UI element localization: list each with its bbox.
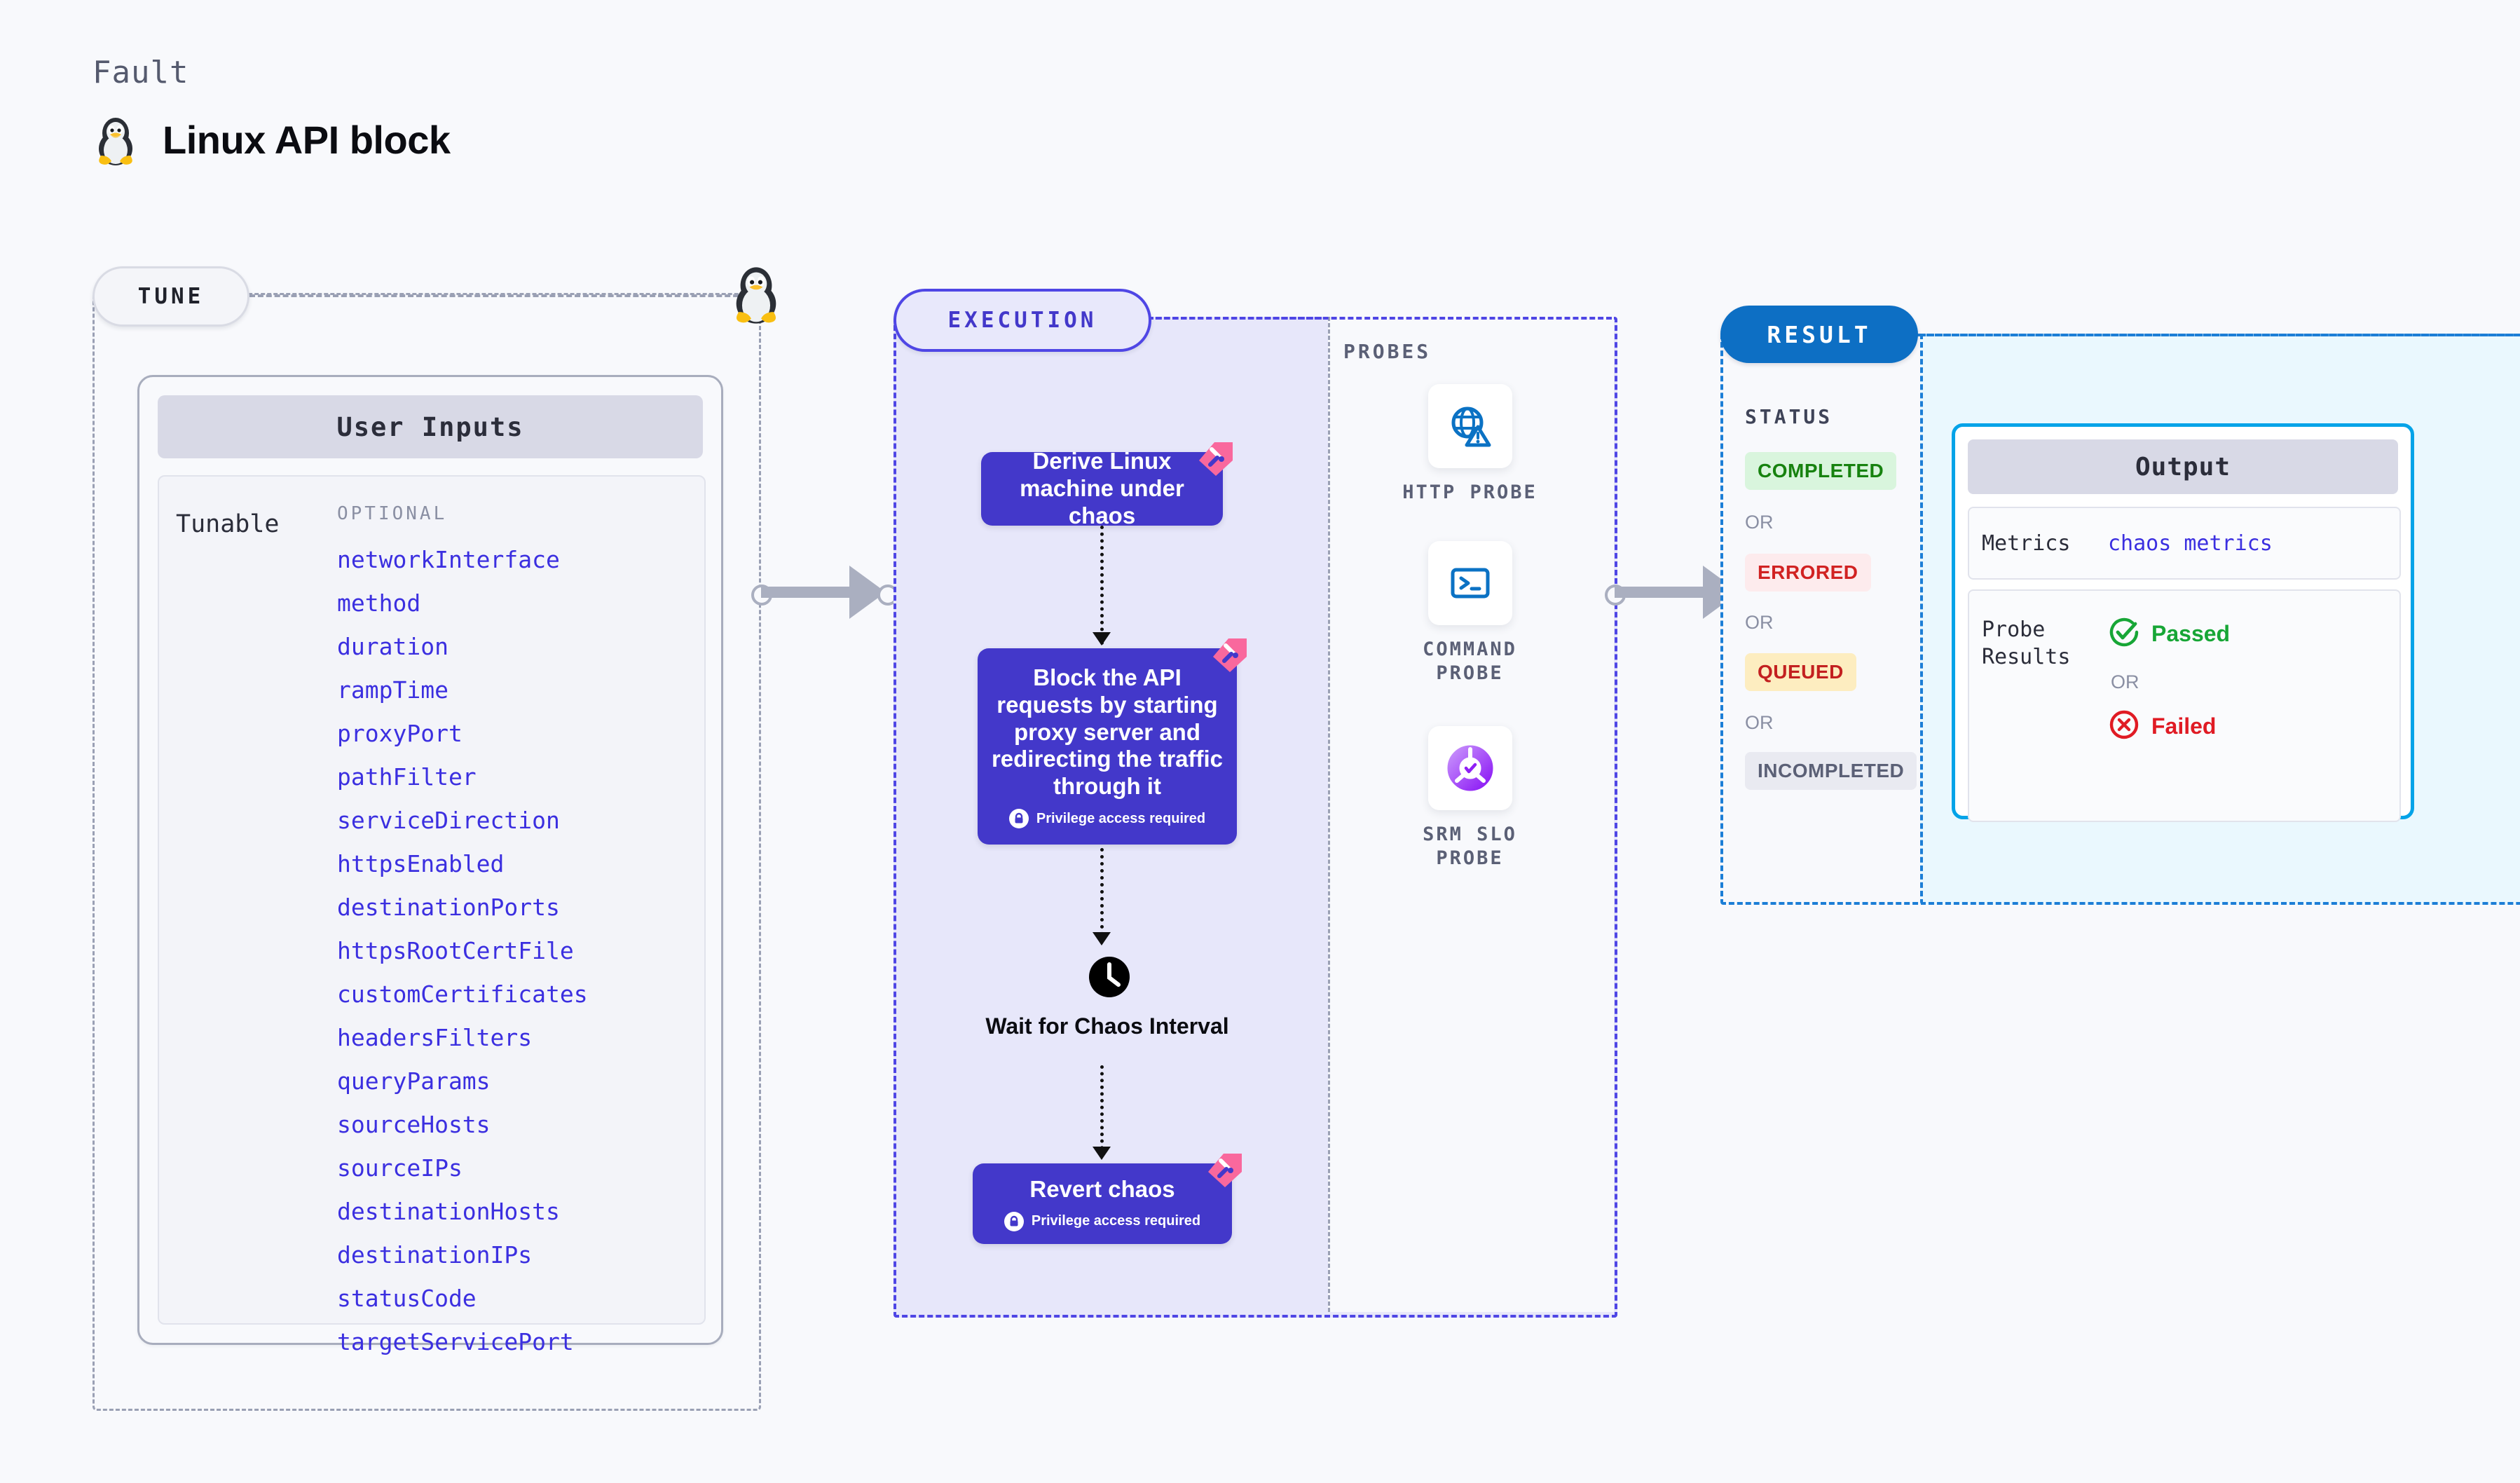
param-pathFilter[interactable]: pathFilter [337, 763, 477, 791]
terminal-icon [1427, 541, 1512, 625]
tune-dashed-connector [249, 294, 747, 297]
chaos-ribbon-icon [1210, 636, 1249, 675]
globe-warning-icon [1427, 384, 1512, 468]
param-sourceHosts[interactable]: sourceHosts [337, 1111, 491, 1138]
param-destinationIPs[interactable]: destinationIPs [337, 1241, 533, 1269]
clock-icon [1088, 955, 1131, 999]
optional-section-label: OPTIONAL [337, 503, 448, 524]
probe-result-failed: Failed [2108, 709, 2230, 744]
tunable-panel: Tunable OPTIONAL networkInterface method… [158, 475, 706, 1353]
status-badge-queued: QUEUED [1745, 653, 1856, 691]
flow-node-block-api-label: Block the API requests by starting proxy… [991, 664, 1224, 800]
privilege-badge-block-api-label: Privilege access required [1036, 810, 1206, 826]
slo-donut-check-icon [1427, 726, 1512, 810]
probe-result-failed-label: Failed [2151, 713, 2217, 739]
status-badge-errored: ERRORED [1745, 554, 1871, 592]
output-card: Output Metrics chaos metrics Probe Resul… [1952, 423, 2414, 822]
fault-title-row: Linux API block [93, 112, 451, 167]
output-probe-results-row: Probe Results Passed OR [1968, 589, 2401, 822]
param-duration[interactable]: duration [337, 633, 448, 660]
probe-command-caption: COMMAND PROBE [1423, 638, 1517, 684]
output-metrics-key: Metrics [1982, 531, 2071, 556]
privilege-badge-block-api: Privilege access required [1008, 809, 1206, 829]
connector-bar-tune-exec [761, 587, 859, 598]
x-circle-icon [2108, 709, 2140, 744]
fault-eyebrow-label: Fault [93, 55, 189, 90]
flow-arrowhead-3 [1093, 1147, 1111, 1160]
probe-result-or: OR [2111, 671, 2139, 692]
param-rampTime[interactable]: rampTime [337, 676, 448, 704]
status-or-1: OR [1745, 512, 1774, 533]
param-serviceDirection[interactable]: serviceDirection [337, 807, 560, 834]
tunable-params-list: OPTIONAL networkInterface method duratio… [337, 503, 588, 1353]
param-networkInterface[interactable]: networkInterface [337, 546, 560, 573]
execution-dashed-connector [1148, 317, 1612, 320]
output-metrics-row: Metrics chaos metrics [1968, 507, 2401, 580]
lock-icon [1004, 1211, 1024, 1231]
flow-dotted-line-2 [1100, 848, 1104, 943]
page-title: Linux API block [163, 117, 451, 162]
linux-penguin-marker-icon [729, 261, 783, 329]
status-badge-completed: COMPLETED [1745, 452, 1897, 490]
probe-srm-slo-caption: SRM SLO PROBE [1423, 823, 1517, 869]
flow-dotted-line-1 [1100, 526, 1104, 645]
wait-step-label: Wait for Chaos Interval [985, 1013, 1229, 1039]
probe-result-passed-label: Passed [2151, 621, 2231, 646]
stage-pill-result[interactable]: RESULT [1720, 306, 1918, 363]
probe-srm-slo[interactable]: SRM SLO PROBE [1328, 726, 1612, 870]
tunable-group-label: Tunable [176, 510, 280, 538]
param-customCertificates[interactable]: customCertificates [337, 980, 588, 1008]
result-dashed-connector [1918, 334, 2520, 336]
flow-node-block-api[interactable]: Block the API requests by starting proxy… [978, 638, 1247, 845]
tune-zone [93, 293, 761, 1411]
param-destinationHosts[interactable]: destinationHosts [337, 1198, 560, 1225]
output-title: Output [1968, 439, 2398, 494]
flow-node-derive-machine-label: Derive Linux machine under chaos [1020, 448, 1184, 528]
flow-node-revert-chaos-label: Revert chaos [1029, 1176, 1175, 1203]
user-inputs-card: User Inputs Tunable OPTIONAL networkInte… [137, 375, 723, 1353]
probes-section-label: PROBES [1343, 340, 1432, 363]
flow-arrowhead-2 [1093, 932, 1111, 945]
param-sourceIPs[interactable]: sourceIPs [337, 1154, 463, 1182]
probes-zone [1328, 317, 1614, 1312]
probe-http-caption: HTTP PROBE [1402, 481, 1538, 503]
output-probe-results-key: Probe Results [1982, 617, 2071, 669]
check-circle-icon [2108, 616, 2140, 652]
probe-http[interactable]: HTTP PROBE [1328, 384, 1612, 505]
status-section-label: STATUS [1745, 405, 1833, 428]
chaos-ribbon-icon [1196, 439, 1235, 479]
param-httpsRootCertFile[interactable]: httpsRootCertFile [337, 937, 574, 964]
privilege-badge-revert-chaos: Privilege access required [1004, 1211, 1201, 1231]
param-httpsEnabled[interactable]: httpsEnabled [337, 850, 505, 877]
flow-node-revert-chaos[interactable]: Revert chaos Privilege access required [973, 1154, 1242, 1244]
flow-arrowhead-1 [1093, 632, 1111, 645]
param-destinationPorts[interactable]: destinationPorts [337, 894, 560, 921]
flow-node-derive-machine[interactable]: Derive Linux machine under chaos [981, 442, 1233, 528]
output-metrics-value[interactable]: chaos metrics [2108, 531, 2273, 556]
connector-bar-exec-result [1615, 587, 1713, 598]
probe-result-passed: Passed [2108, 616, 2230, 652]
param-queryParams[interactable]: queryParams [337, 1067, 491, 1095]
status-badge-incompleted: INCOMPLETED [1745, 752, 1917, 790]
param-proxyPort[interactable]: proxyPort [337, 720, 463, 747]
lock-icon [1008, 809, 1029, 829]
stage-pill-execution[interactable]: EXECUTION [893, 289, 1151, 352]
chaos-ribbon-icon [1205, 1151, 1245, 1190]
param-method[interactable]: method [337, 589, 421, 617]
stage-pill-tune[interactable]: TUNE [93, 266, 249, 327]
flow-dotted-line-3 [1100, 1065, 1104, 1156]
user-inputs-title: User Inputs [158, 395, 703, 458]
param-headersFilters[interactable]: headersFilters [337, 1024, 533, 1051]
status-or-3: OR [1745, 712, 1774, 733]
linux-penguin-icon [93, 112, 139, 167]
param-statusCode[interactable]: statusCode [337, 1285, 477, 1312]
probe-command[interactable]: COMMAND PROBE [1328, 541, 1612, 685]
privilege-badge-revert-chaos-label: Privilege access required [1031, 1213, 1201, 1229]
param-targetServicePort[interactable]: targetServicePort [337, 1328, 574, 1355]
status-or-2: OR [1745, 612, 1774, 633]
